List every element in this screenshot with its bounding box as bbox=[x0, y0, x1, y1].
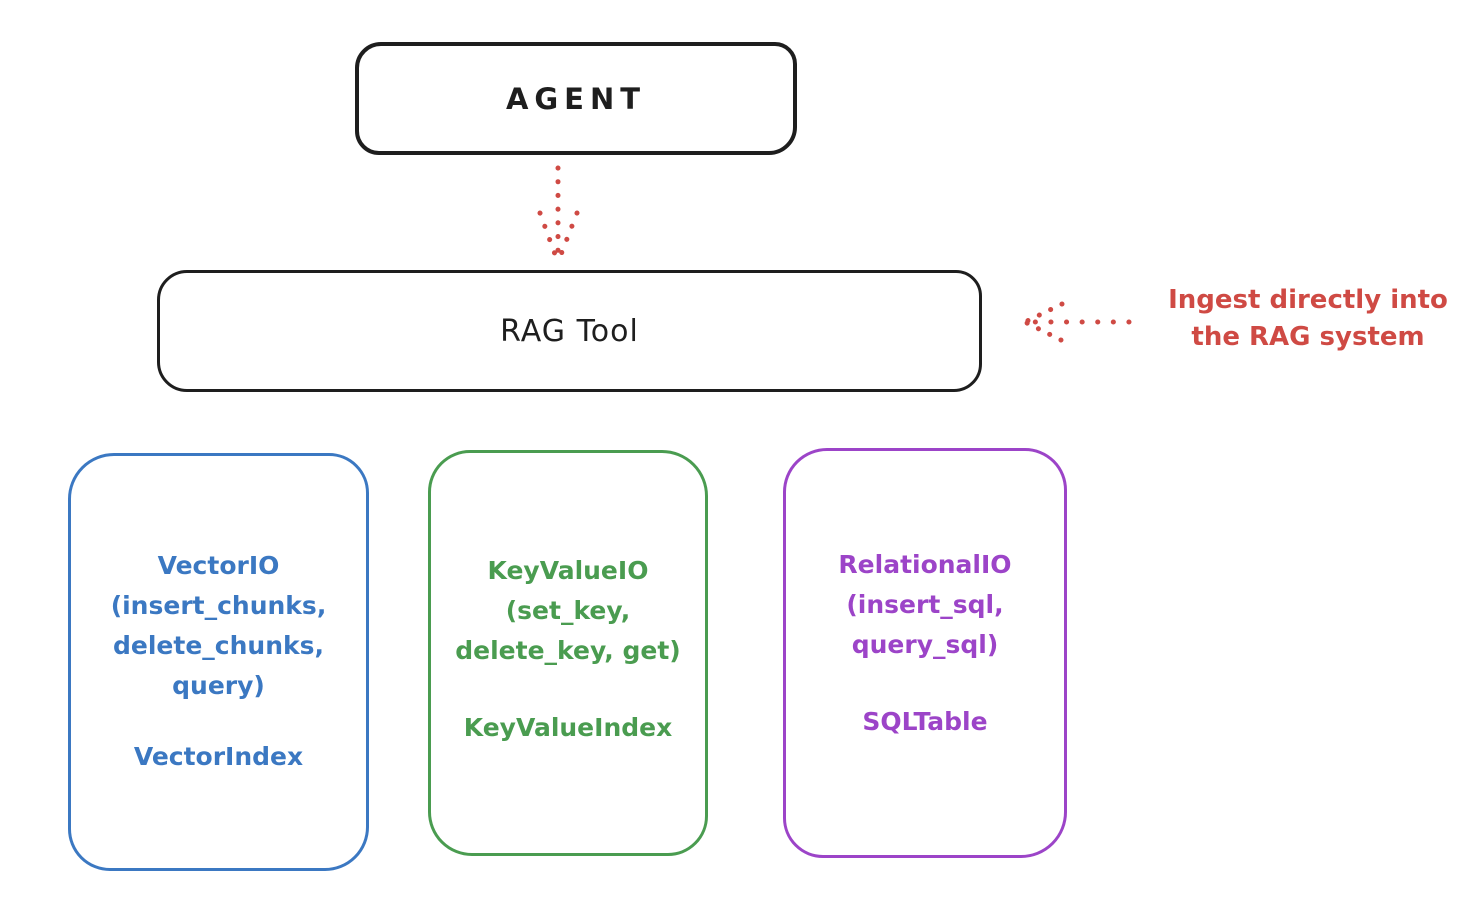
agent-to-ragtool-arrowhead-left bbox=[537, 210, 559, 260]
relationalio-api-label: RelationalIO (insert_sql, query_sql) bbox=[786, 545, 1064, 665]
store-api-line: query) bbox=[172, 671, 265, 700]
store-api-line: RelationalIO bbox=[838, 550, 1012, 579]
store-api-line: KeyValueIO bbox=[487, 556, 649, 585]
store-api-line: delete_key, get) bbox=[455, 636, 681, 665]
ingest-annotation-line1: Ingest directly into bbox=[1168, 285, 1448, 315]
agent-to-ragtool-arrowhead-right bbox=[557, 210, 580, 260]
keyvalueio-box: KeyValueIO (set_key, delete_key, get) Ke… bbox=[428, 450, 708, 856]
sqltable-label: SQLTable bbox=[862, 707, 988, 736]
rag-tool-box: RAG Tool bbox=[157, 270, 982, 392]
store-api-line: delete_chunks, bbox=[113, 631, 324, 660]
ingest-annotation-arrowhead-bottom bbox=[1022, 319, 1064, 343]
relationalio-box: RelationalIO (insert_sql, query_sql) SQL… bbox=[783, 448, 1067, 858]
store-api-line: (insert_chunks, bbox=[110, 591, 327, 620]
keyvalueio-api-label: KeyValueIO (set_key, delete_key, get) bbox=[431, 551, 705, 671]
store-api-line: query_sql) bbox=[851, 630, 999, 659]
keyvalue-index-label: KeyValueIndex bbox=[463, 713, 673, 742]
vectorio-box: VectorIO (insert_chunks, delete_chunks, … bbox=[68, 453, 369, 871]
store-api-line: (set_key, bbox=[505, 596, 631, 625]
ingest-annotation-line2: the RAG system bbox=[1191, 322, 1425, 352]
store-api-line: (insert_sql, bbox=[846, 590, 1004, 619]
ingest-annotation-arrowhead-top bbox=[1022, 301, 1065, 325]
vector-index-label: VectorIndex bbox=[133, 742, 304, 771]
vectorio-api-label: VectorIO (insert_chunks, delete_chunks, … bbox=[71, 546, 366, 706]
rag-tool-label: RAG Tool bbox=[500, 313, 639, 349]
store-api-line: VectorIO bbox=[157, 551, 280, 580]
agent-box: AGENT bbox=[355, 42, 797, 155]
agent-label: AGENT bbox=[505, 81, 647, 116]
ingest-annotation-text: Ingest directly into the RAG system bbox=[1134, 282, 1482, 356]
